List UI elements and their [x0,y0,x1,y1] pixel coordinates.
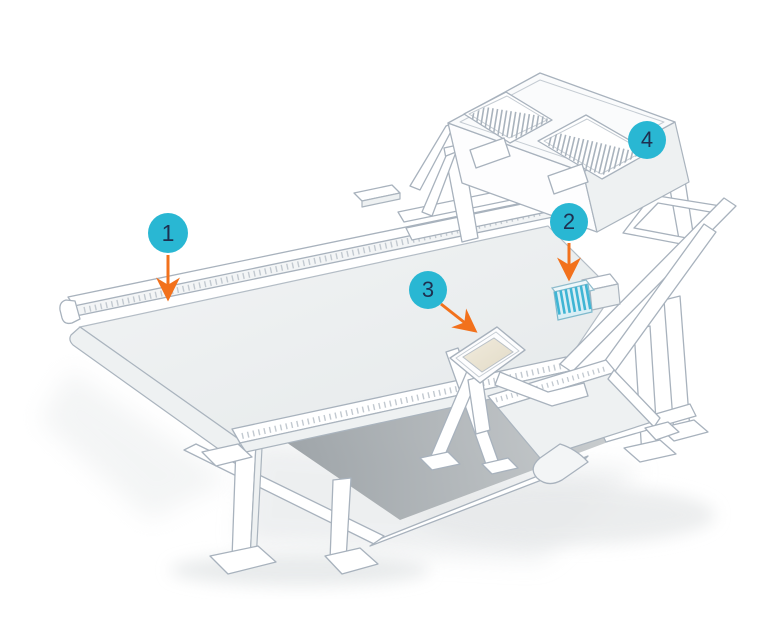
table-foot [324,547,379,575]
panel-arm [494,371,589,407]
callout-4-label: 4 [640,127,654,152]
vent-hatch [469,105,549,142]
teal-stripes [554,284,592,315]
table-foot [209,545,277,575]
front-rail-hatch [241,363,563,439]
hood-top-rim [459,79,665,165]
callout-1-label: 1 [161,219,175,246]
mast-strut [421,151,457,217]
brace-foot [419,451,461,471]
control-screen [462,337,514,373]
vent-grille-left [463,91,553,144]
callout-arrows [156,243,581,333]
table-foot [201,443,253,467]
hood-slot [547,163,589,195]
callout-3: 3 [409,271,447,309]
arrow-3 [440,302,478,333]
callout-4: 4 [628,121,666,159]
tray-nose-wrap [532,443,589,485]
side-frame [559,194,737,463]
back-rail-end-cap [59,299,81,325]
stretcher-bar [369,455,589,547]
frame-foot [623,439,677,463]
tray-foot [644,421,680,441]
hood-slot [469,137,511,169]
outfeed-tray [487,359,680,485]
striped-component [550,273,621,321]
control-panel [449,326,589,435]
panel-inner-rim [455,331,520,378]
rail-block-side [361,192,401,208]
callout-2: 2 [550,203,588,241]
callout-3-label: 3 [421,277,435,302]
callout-2-label: 2 [562,209,576,234]
brace-foot [481,457,519,475]
callout-1: 1 [148,213,188,253]
